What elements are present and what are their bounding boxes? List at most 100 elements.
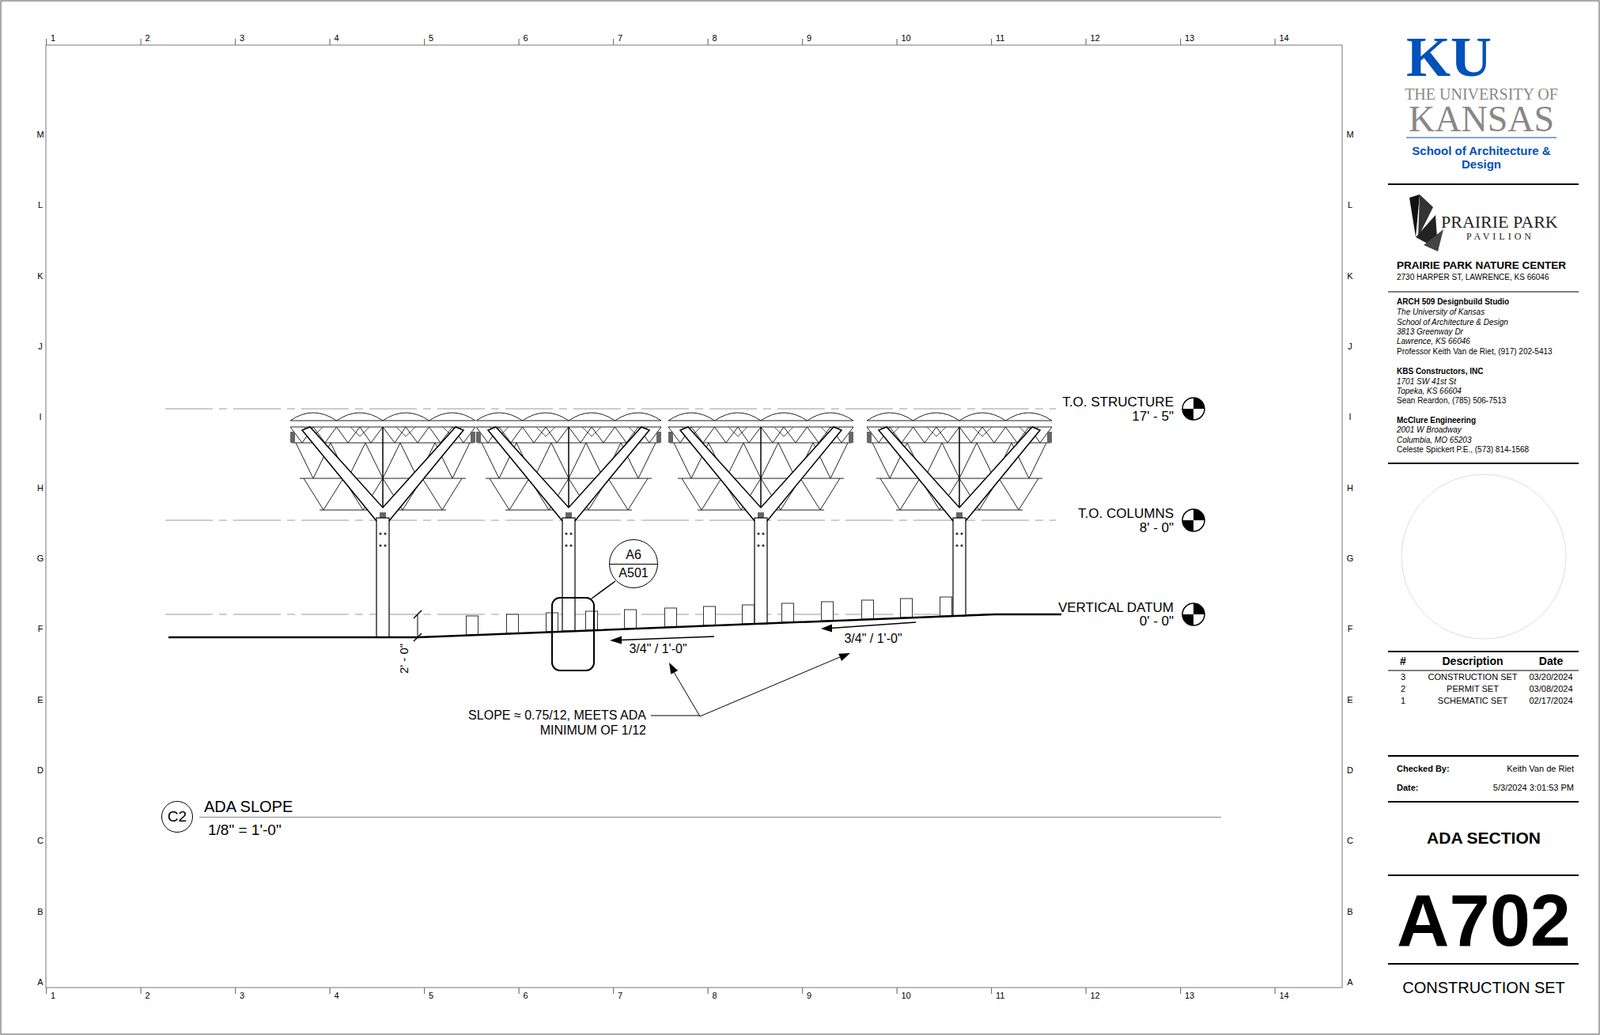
sheet-title: ADA SECTION <box>1426 828 1541 848</box>
section-callout-bubble: A6A501 <box>608 539 659 589</box>
leader-line <box>650 715 700 717</box>
grid-number: 5 <box>428 33 434 44</box>
grid-letter: F <box>37 624 44 635</box>
check-label: Checked By: <box>1396 764 1450 775</box>
team-info: Celeste Spickert P.E., (573) 814-1568 <box>1396 445 1529 455</box>
grid-letter: F <box>1347 624 1354 635</box>
bolt <box>761 532 765 535</box>
grid-number: 2 <box>145 991 151 1002</box>
bolt <box>569 532 572 535</box>
view-title: ADA SLOPE <box>204 798 293 817</box>
team-info: Topeka, KS 66604 <box>1396 386 1462 397</box>
table-cell: 03/20/2024 <box>1528 672 1573 683</box>
dimension-tick <box>413 610 422 619</box>
datum-symbol <box>1182 603 1205 626</box>
grid-letter: B <box>37 906 43 917</box>
bolt <box>756 532 760 535</box>
arrowhead <box>838 653 851 662</box>
grid-number: 5 <box>428 991 434 1002</box>
callout-sheet: A501 <box>618 566 648 581</box>
table-cell: 02/17/2024 <box>1528 695 1573 707</box>
grid-letter: L <box>37 200 43 211</box>
bollard <box>665 608 678 628</box>
grid-letter: E <box>37 694 43 705</box>
bolt <box>383 544 386 547</box>
drawing-frame <box>45 45 1343 988</box>
bolt <box>761 544 765 547</box>
table-header: Date <box>1539 654 1563 668</box>
title-block-rule <box>1388 462 1579 465</box>
grid-letter: I <box>1348 412 1351 423</box>
title-block-rule <box>1388 801 1579 803</box>
bollard <box>782 603 795 623</box>
grid-number: 7 <box>617 33 623 44</box>
bollard <box>900 598 913 618</box>
logo-shard <box>1423 229 1444 252</box>
title-block-rule <box>1388 755 1579 757</box>
grid-number: 3 <box>239 991 245 1002</box>
grid-number: 1 <box>50 33 56 44</box>
team-info: ARCH 509 Designbuild Studio <box>1396 297 1510 307</box>
sheet-status: CONSTRUCTION SET <box>1402 979 1566 998</box>
canopy-module <box>290 412 476 522</box>
grid-letter: M <box>1346 129 1354 140</box>
grid-number: 6 <box>523 991 529 1002</box>
grid-letter: J <box>37 341 43 352</box>
check-label: Date: <box>1396 782 1419 794</box>
callout-id: A6 <box>625 548 642 563</box>
table-header: # <box>1399 654 1407 668</box>
check-value: 5/3/2024 3:01:53 PM <box>1493 782 1574 794</box>
canopy-module <box>668 412 854 522</box>
grid-number: 4 <box>334 33 340 44</box>
level-elevation: 8' - 0" <box>1139 520 1174 537</box>
level-line <box>165 614 1056 616</box>
bollard <box>466 616 479 636</box>
bolt <box>564 532 568 535</box>
table-cell: SCHEMATIC SET <box>1437 695 1508 707</box>
team-info: School of Architecture & Design <box>1396 317 1509 328</box>
slope-arrow <box>830 622 916 628</box>
bollard <box>862 600 874 620</box>
team-info: The University of Kansas <box>1396 307 1485 318</box>
project-name: PRAIRIE PARK NATURE CENTER <box>1396 259 1566 273</box>
grid-letter: D <box>37 765 44 776</box>
grid-number: 3 <box>239 33 245 44</box>
table-cell: 3 <box>1400 672 1406 683</box>
bollard <box>821 601 834 621</box>
column-bolts <box>378 532 963 547</box>
bolt <box>383 532 386 535</box>
project-address: 2730 HARPER ST, LAWRENCE, KS 66046 <box>1396 272 1550 283</box>
dimension-tick <box>413 633 422 642</box>
table-cell: 2 <box>1400 684 1406 695</box>
grid-letter: L <box>1347 200 1353 211</box>
grid-letter: E <box>1346 694 1353 705</box>
logo-shard <box>1409 194 1420 238</box>
bollard <box>703 606 716 626</box>
canopy-module <box>866 412 1052 522</box>
grid-letter: C <box>1346 835 1354 847</box>
bollard <box>586 611 598 631</box>
bollard <box>742 605 755 625</box>
table-cell: PERMIT SET <box>1446 684 1499 695</box>
bolt <box>955 544 958 547</box>
sheet-number: A702 <box>1396 879 1571 964</box>
grid-number: 11 <box>995 33 1005 44</box>
grid-letter: K <box>37 270 43 281</box>
grid-letter: A <box>1346 977 1353 988</box>
grid-letter: D <box>1346 765 1354 776</box>
grid-letter: G <box>37 553 45 564</box>
callout-leader <box>591 581 616 599</box>
team-info: Professor Keith Van de Riet, (917) 202-5… <box>1396 347 1553 357</box>
level-name: T.O. COLUMNS <box>1078 506 1174 522</box>
column <box>754 518 768 625</box>
bolt <box>756 544 760 547</box>
bollard <box>940 597 953 617</box>
grid-number: 13 <box>1184 991 1195 1002</box>
team-info: 2001 W Broadway <box>1396 425 1462 435</box>
grid-number: 2 <box>145 33 151 44</box>
team-info: 3813 Greenway Dr <box>1396 327 1464 337</box>
level-elevation: 0' - 0" <box>1139 613 1174 630</box>
grid-letter: C <box>37 835 44 847</box>
dimension-text: 2' - 0" <box>397 643 411 674</box>
